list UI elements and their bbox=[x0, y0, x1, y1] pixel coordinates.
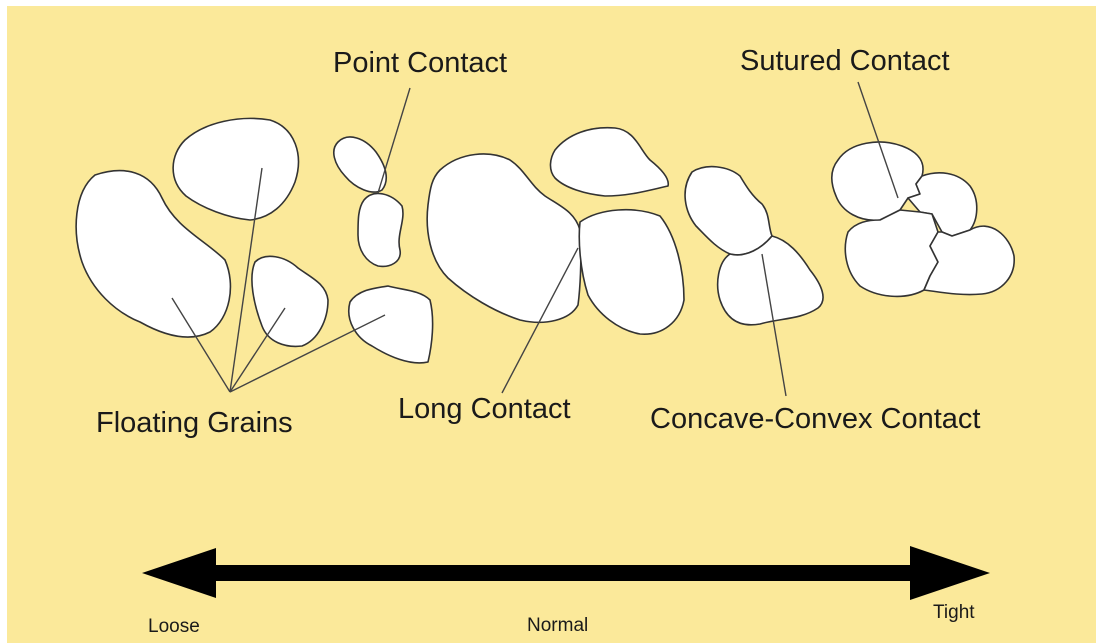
label-concave-convex-contact: Concave-Convex Contact bbox=[650, 403, 980, 435]
arrow-shaft bbox=[206, 565, 916, 581]
label-sutured-contact: Sutured Contact bbox=[740, 45, 950, 77]
label-tight: Tight bbox=[933, 602, 975, 623]
label-point-contact: Point Contact bbox=[333, 47, 507, 79]
sutured-grain-bottom-left bbox=[845, 210, 938, 296]
label-normal: Normal bbox=[527, 615, 588, 636]
label-long-contact: Long Contact bbox=[398, 393, 571, 425]
label-loose: Loose bbox=[148, 616, 200, 637]
sutured-grain-bottom-right bbox=[924, 226, 1014, 294]
point-contact-grain-bottom bbox=[358, 193, 403, 266]
label-floating-grains: Floating Grains bbox=[96, 407, 293, 439]
